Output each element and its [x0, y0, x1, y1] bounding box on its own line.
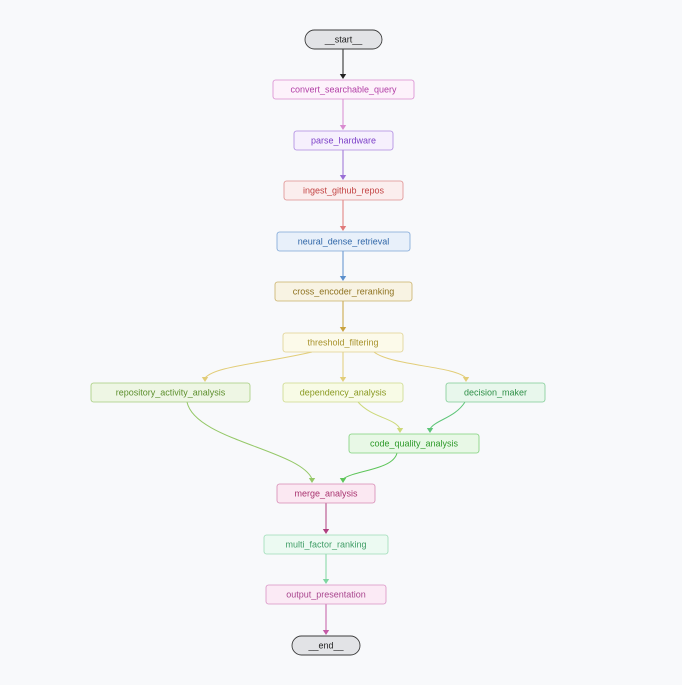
- node-box: [274, 281, 413, 302]
- node-merge-analysis[interactable]: merge_analysis: [276, 483, 376, 504]
- node-cross-encoder-reranking[interactable]: cross_encoder_reranking: [274, 281, 413, 302]
- arrowhead-icon: [339, 327, 347, 332]
- edge-cross_encoder_reranking-to-threshold_filtering: [339, 301, 347, 332]
- edge-threshold_filtering-to-decision_maker: [373, 351, 470, 382]
- arrowhead-icon: [339, 125, 347, 130]
- arrowhead-icon: [339, 478, 347, 483]
- node-label: cross_encoder_reranking: [293, 287, 395, 297]
- node-box: [265, 584, 387, 605]
- node-threshold-filtering[interactable]: threshold_filtering: [282, 332, 404, 353]
- node-neural-dense-retrieval[interactable]: neural_dense_retrieval: [276, 231, 411, 252]
- edge-merge_analysis-to-multi_factor_ranking: [322, 503, 330, 534]
- edge-line: [357, 401, 401, 430]
- node-code-quality-analysis[interactable]: code_quality_analysis: [348, 433, 480, 454]
- node-box: [293, 130, 394, 151]
- node-repository-activity-analysis[interactable]: repository_activity_analysis: [90, 382, 251, 403]
- arrowhead-icon: [322, 630, 330, 635]
- arrowhead-icon: [462, 377, 470, 382]
- node-label: parse_hardware: [311, 136, 376, 146]
- arrowhead-icon: [322, 579, 330, 584]
- edge-multi_factor_ranking-to-output_presentation: [322, 554, 330, 584]
- node-box: [90, 382, 251, 403]
- node-label: multi_factor_ranking: [285, 540, 366, 550]
- node-label: code_quality_analysis: [370, 439, 459, 449]
- edge-line: [186, 401, 313, 480]
- edge-line: [373, 351, 467, 379]
- node-box: [291, 635, 361, 656]
- arrowhead-icon: [339, 175, 347, 180]
- edge-convert_searchable_query-to-parse_hardware: [339, 99, 347, 130]
- edge-start-to-convert_searchable_query: [339, 49, 347, 79]
- node-label: output_presentation: [286, 590, 366, 600]
- node-box: [304, 29, 383, 50]
- edge-output_presentation-to-end: [322, 604, 330, 635]
- arrowhead-icon: [308, 478, 316, 483]
- edge-ingest_github_repos-to-neural_dense_retrieval: [339, 200, 347, 231]
- node-end[interactable]: __end__: [291, 635, 361, 656]
- node-start[interactable]: __start__: [304, 29, 383, 50]
- node-label: threshold_filtering: [307, 338, 378, 348]
- node-label: __start__: [324, 35, 364, 45]
- node-multi-factor-ranking[interactable]: multi_factor_ranking: [263, 534, 389, 555]
- node-box: [282, 382, 404, 403]
- node-output-presentation[interactable]: output_presentation: [265, 584, 387, 605]
- edge-repository_activity_analysis-to-merge_analysis: [186, 401, 316, 483]
- arrowhead-icon: [339, 74, 347, 79]
- edge-threshold_filtering-to-dependency_analysis: [339, 352, 347, 382]
- edge-neural_dense_retrieval-to-cross_encoder_reranking: [339, 251, 347, 281]
- node-decision-maker[interactable]: decision_maker: [445, 382, 546, 403]
- nodes-layer: __start__ convert_searchable_query parse_h…: [90, 29, 546, 656]
- node-box: [272, 79, 415, 100]
- edge-line: [429, 401, 466, 430]
- node-box: [348, 433, 480, 454]
- arrowhead-icon: [339, 226, 347, 231]
- node-label: neural_dense_retrieval: [298, 237, 390, 247]
- node-convert-searchable-query[interactable]: convert_searchable_query: [272, 79, 415, 100]
- node-box: [282, 332, 404, 353]
- node-label: repository_activity_analysis: [116, 388, 226, 398]
- node-ingest-github-repos[interactable]: ingest_github_repos: [283, 180, 404, 201]
- edge-line: [204, 351, 313, 379]
- node-label: merge_analysis: [294, 489, 358, 499]
- edge-line: [342, 452, 398, 480]
- node-parse-hardware[interactable]: parse_hardware: [293, 130, 394, 151]
- arrowhead-icon: [322, 529, 330, 534]
- node-box: [263, 534, 389, 555]
- node-label: ingest_github_repos: [303, 186, 385, 196]
- arrowhead-icon: [339, 377, 347, 382]
- node-box: [445, 382, 546, 403]
- node-dependency-analysis[interactable]: dependency_analysis: [282, 382, 404, 403]
- node-label: decision_maker: [464, 388, 527, 398]
- node-label: __end__: [307, 641, 344, 651]
- edge-parse_hardware-to-ingest_github_repos: [339, 150, 347, 180]
- node-label: convert_searchable_query: [290, 85, 397, 95]
- edge-dependency_analysis-to-code_quality_analysis: [357, 401, 404, 433]
- node-box: [276, 483, 376, 504]
- node-box: [276, 231, 411, 252]
- arrowhead-icon: [396, 428, 404, 433]
- arrowhead-icon: [201, 377, 209, 382]
- node-label: dependency_analysis: [300, 388, 387, 398]
- arrowhead-icon: [339, 276, 347, 281]
- edge-threshold_filtering-to-repository_activity_analysis: [201, 351, 313, 382]
- node-box: [283, 180, 404, 201]
- edges-layer: [186, 49, 470, 635]
- edge-decision_maker-to-code_quality_analysis: [426, 401, 466, 433]
- arrowhead-icon: [426, 428, 434, 433]
- edge-code_quality_analysis-to-merge_analysis: [339, 452, 398, 483]
